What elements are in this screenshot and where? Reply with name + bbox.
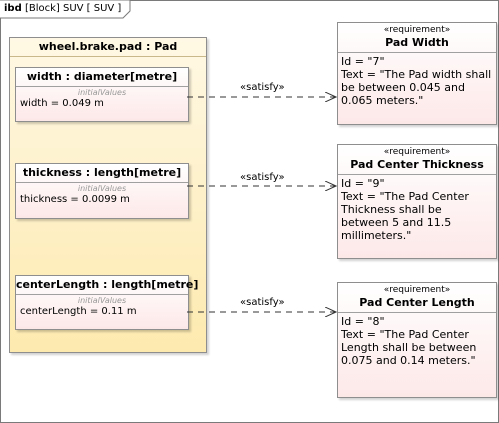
requirement-stereotype: «requirement»	[383, 147, 451, 157]
requirement-id: Id = "9"	[341, 177, 385, 190]
requirement-name: Pad Center Length	[359, 296, 475, 309]
part-title: wheel.brake.pad : Pad	[10, 38, 206, 57]
requirement-body: Id = "7" Text = "The Pad width shall be …	[338, 53, 496, 109]
property-compartment-label: initialValues	[77, 296, 127, 305]
requirement-name: Pad Width	[385, 36, 449, 49]
frame-tab-outline	[0, 0, 131, 19]
property-compartment-label: initialValues	[77, 88, 127, 97]
requirement-stereotype: «requirement»	[383, 285, 451, 295]
requirement-id: Id = "7"	[341, 55, 385, 68]
requirement-text: Text = "The Pad Center Thickness shall b…	[341, 190, 469, 242]
satisfy-label: «satisfy»	[240, 82, 285, 93]
requirement-pad-center-length[interactable]: «requirement» Pad Center Length Id = "8"…	[337, 282, 497, 398]
part-wheel-brake-pad[interactable]: wheel.brake.pad : Pad width : diameter[m…	[9, 37, 207, 353]
property-width[interactable]: width : diameter[metre] initialValues wi…	[15, 67, 189, 122]
requirement-header: «requirement» Pad Center Length	[338, 283, 496, 313]
property-value: thickness = 0.0099 m	[20, 194, 130, 205]
requirement-body: Id = "8" Text = "The Pad Center Length s…	[338, 313, 496, 369]
requirement-pad-center-thickness[interactable]: «requirement» Pad Center Thickness Id = …	[337, 144, 497, 259]
property-compartment-label: initialValues	[77, 184, 127, 193]
frame-tab[interactable]: ibd [Block] SUV [ SUV ]	[0, 0, 121, 17]
property-title: thickness : length[metre]	[16, 164, 188, 183]
requirement-header: «requirement» Pad Center Thickness	[338, 145, 496, 175]
requirement-id: Id = "8"	[341, 315, 385, 328]
property-value: width = 0.049 m	[20, 98, 104, 109]
requirement-text: Text = "The Pad Center Length shall be b…	[341, 328, 477, 367]
frame-label: [Block] SUV [ SUV ]	[24, 3, 122, 14]
requirement-text: Text = "The Pad width shall be between 0…	[341, 68, 492, 107]
property-center-length[interactable]: centerLength : length[metre] initialValu…	[15, 275, 198, 330]
requirement-name: Pad Center Thickness	[350, 158, 484, 171]
satisfy-label: «satisfy»	[240, 172, 285, 183]
property-thickness[interactable]: thickness : length[metre] initialValues …	[15, 163, 189, 219]
satisfy-label: «satisfy»	[240, 297, 285, 308]
property-title: centerLength : length[metre]	[16, 276, 198, 295]
property-title: width : diameter[metre]	[16, 68, 188, 87]
requirement-stereotype: «requirement»	[383, 25, 451, 35]
requirement-pad-width[interactable]: «requirement» Pad Width Id = "7" Text = …	[337, 22, 497, 125]
property-value: centerLength = 0.11 m	[20, 306, 137, 317]
frame-kind: ibd	[4, 3, 22, 14]
requirement-header: «requirement» Pad Width	[338, 23, 496, 53]
requirement-body: Id = "9" Text = "The Pad Center Thicknes…	[338, 175, 496, 244]
